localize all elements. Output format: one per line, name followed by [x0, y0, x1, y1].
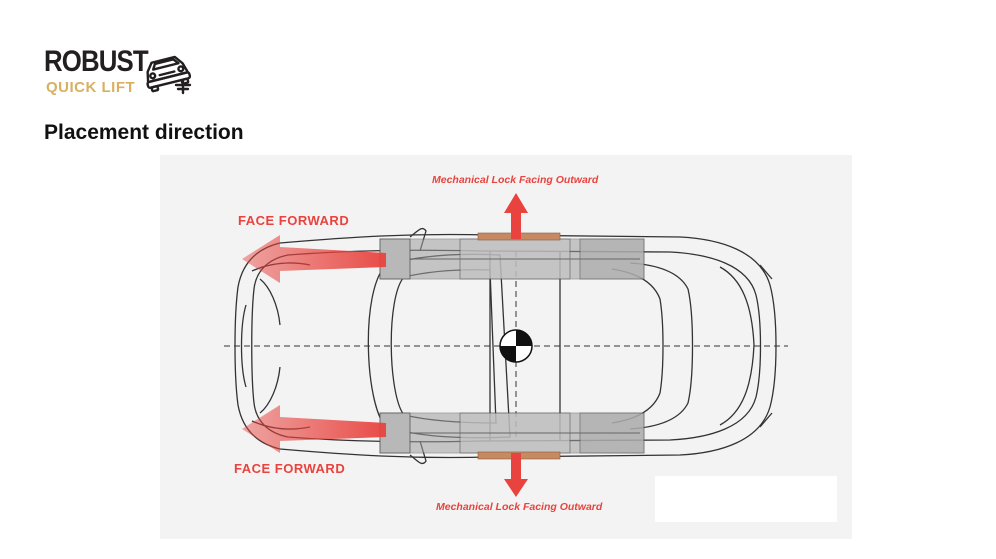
car-outline [234, 227, 777, 465]
lock-label-bottom: Mechanical Lock Facing Outward [436, 501, 603, 513]
blank-panel [655, 476, 837, 522]
top-lift-rail [379, 232, 645, 280]
lifted-car-icon [146, 55, 192, 95]
brand-logo: ROBUST QUICK LIFT [44, 45, 204, 107]
face-forward-arrow-top [242, 235, 386, 283]
lock-arrow-down [504, 453, 528, 497]
center-of-gravity-icon [499, 329, 533, 363]
brand-name: ROBUST [44, 45, 149, 78]
placement-diagram: Mechanical Lock Facing Outward FACE FORW… [160, 155, 852, 539]
page-title: Placement direction [44, 121, 244, 144]
face-forward-label-top: FACE FORWARD [238, 213, 350, 228]
brand-tagline: QUICK LIFT [46, 79, 136, 96]
lock-label-top: Mechanical Lock Facing Outward [432, 174, 599, 186]
face-forward-label-bottom: FACE FORWARD [234, 461, 346, 476]
face-forward-arrow-bottom [242, 405, 386, 453]
lock-arrow-up [504, 193, 528, 239]
car-top-view [224, 193, 788, 497]
bottom-lift-rail [379, 412, 645, 460]
